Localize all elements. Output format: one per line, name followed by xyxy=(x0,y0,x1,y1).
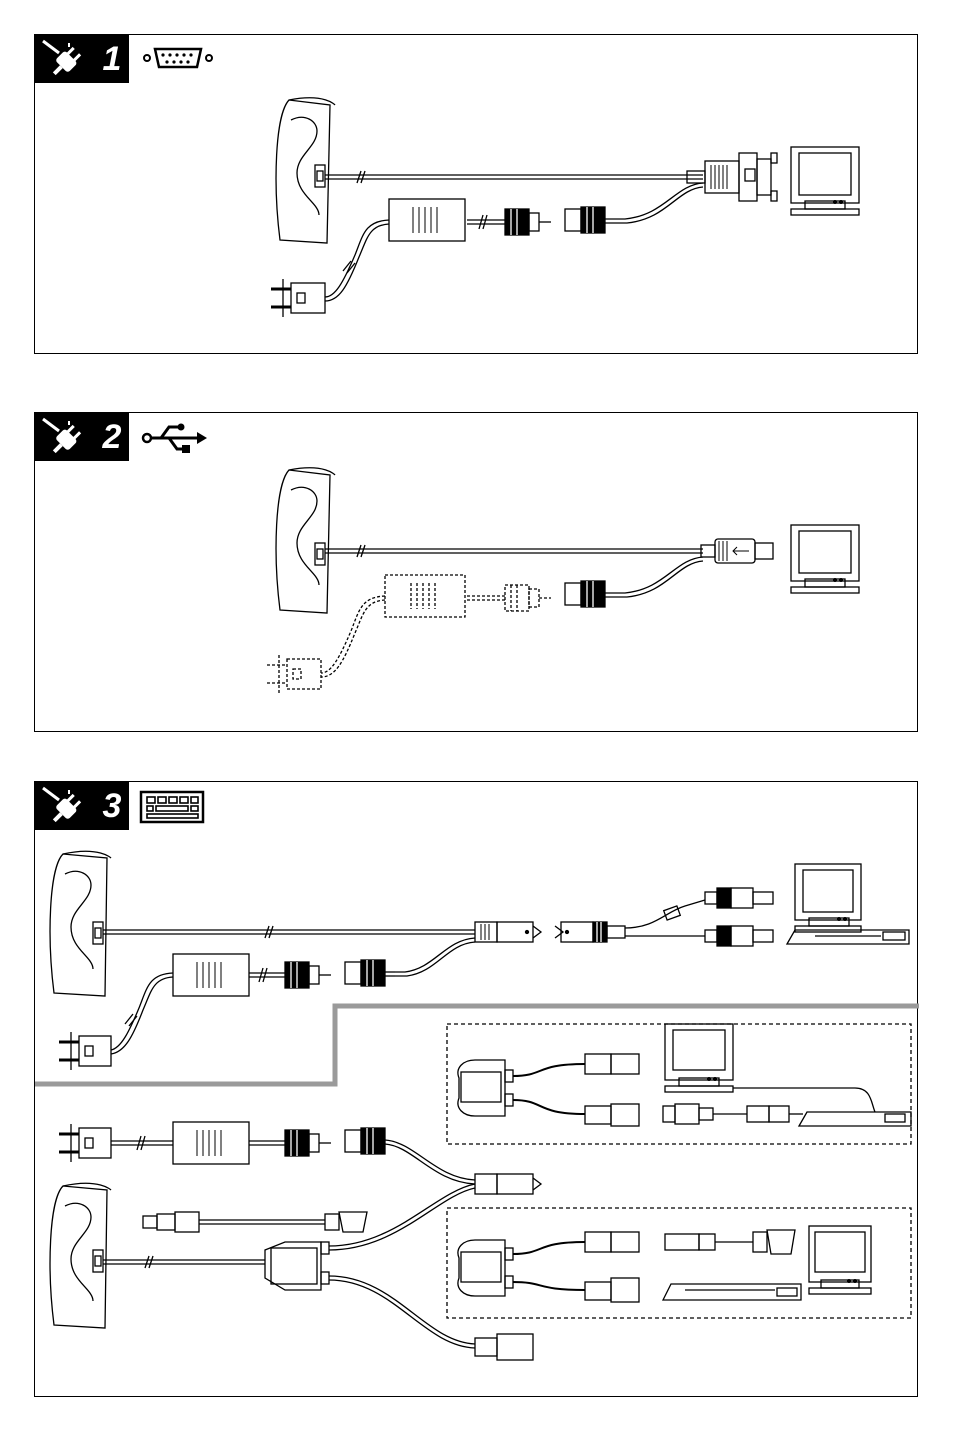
ps2-adapter xyxy=(663,1104,803,1124)
power-plug xyxy=(285,962,331,988)
usb-wiring-diagram xyxy=(35,413,919,733)
wall-plug xyxy=(271,279,325,317)
power-supply-box xyxy=(389,199,465,241)
scanner-device xyxy=(50,851,111,996)
keyboard-wedge-wiring-diagram xyxy=(35,782,919,1398)
serial-wiring-diagram xyxy=(35,35,919,355)
db9-connector xyxy=(687,153,777,201)
power-jack xyxy=(345,960,395,986)
monitor xyxy=(791,525,859,593)
y-splitter-b xyxy=(265,1242,329,1290)
monitor xyxy=(665,1024,875,1112)
scanner-device xyxy=(276,98,335,243)
keyboard xyxy=(799,1112,911,1126)
ps2-female-connector xyxy=(475,1334,533,1360)
usb-plug xyxy=(701,539,773,563)
ps2-adapter xyxy=(665,1230,795,1254)
panel-serial-connection: 1 xyxy=(34,34,918,354)
wall-plug xyxy=(59,1124,111,1162)
scanner-device xyxy=(276,468,335,613)
wall-plug xyxy=(59,1032,111,1070)
monitor xyxy=(791,147,859,215)
y-splitter-a xyxy=(458,1054,639,1126)
power-jack xyxy=(565,581,605,607)
ps2-y-adapter xyxy=(555,888,773,946)
power-supply-box xyxy=(173,954,249,996)
ps2-connector xyxy=(475,1174,541,1194)
power-plug xyxy=(285,1130,331,1156)
power-plug xyxy=(505,209,551,235)
option-group-b xyxy=(447,1208,911,1318)
optional-power-supply xyxy=(267,575,551,693)
y-splitter-c xyxy=(458,1232,639,1302)
scanner-device xyxy=(50,1183,111,1328)
panel-keyboard-wedge-connection: 3 xyxy=(34,781,918,1397)
panel-usb-connection: 2 xyxy=(34,412,918,732)
monitor xyxy=(809,1226,871,1294)
power-supply-box xyxy=(173,1122,249,1164)
ps2-connector xyxy=(475,922,541,942)
keyboard xyxy=(663,1284,801,1300)
power-jack xyxy=(565,207,605,233)
monitor xyxy=(795,864,861,932)
adapter-cable xyxy=(143,1212,367,1232)
power-jack xyxy=(345,1128,385,1154)
